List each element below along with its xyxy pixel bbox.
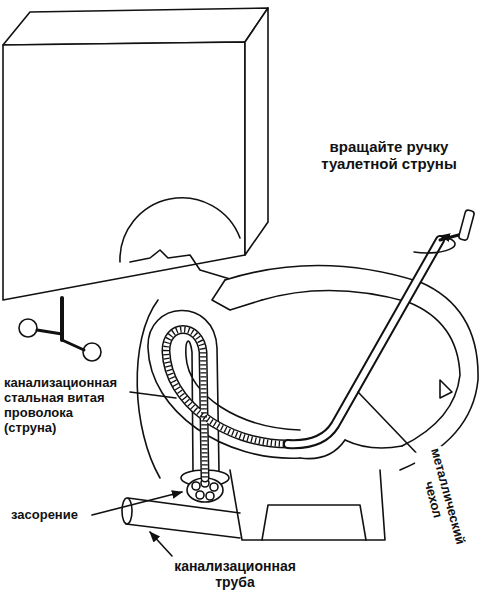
part-label: канализационная труба (165, 558, 305, 590)
clog-lump (196, 491, 204, 499)
tank-side (245, 8, 268, 255)
tank-top (3, 8, 268, 45)
pipe-end (122, 498, 132, 524)
auger-spring-inner (166, 330, 288, 479)
bowl-inner-rim (262, 290, 460, 446)
valve-stem (37, 330, 62, 334)
part-label: металлический чехол (413, 446, 468, 550)
leader-line (130, 392, 176, 398)
crank-handle (458, 209, 474, 240)
pedestal-arch (262, 505, 366, 540)
leader-arrow (150, 532, 172, 556)
pipe-bottom (126, 524, 240, 538)
rim-hole (440, 380, 452, 398)
tank-front (3, 42, 245, 300)
clog-lump (192, 482, 200, 490)
part-label: канализационная стальная витая проволока… (3, 376, 128, 436)
clog-lump (206, 492, 214, 500)
pipe-top (128, 498, 240, 513)
auger-coils (166, 330, 288, 479)
clog-lump (210, 483, 218, 491)
auger-tube-inner (288, 240, 440, 444)
leader-arrow (92, 492, 182, 515)
valve-knob (83, 343, 101, 361)
pedestal (230, 470, 385, 540)
part-label: засорение (10, 508, 79, 523)
valve-body (62, 340, 84, 350)
body-outline (137, 300, 160, 478)
auger-spring (166, 330, 288, 479)
rotation-arrow (414, 236, 455, 253)
bowl-inner-bottom (345, 440, 402, 448)
cutaway-circle (120, 198, 240, 262)
leader-line (358, 392, 425, 462)
auger-tube (288, 240, 440, 444)
valve-handle (19, 319, 37, 337)
rim-section (212, 280, 262, 310)
tank-outlet (130, 250, 240, 282)
instruction-label: вращайте ручку туалетной струны (298, 138, 480, 173)
